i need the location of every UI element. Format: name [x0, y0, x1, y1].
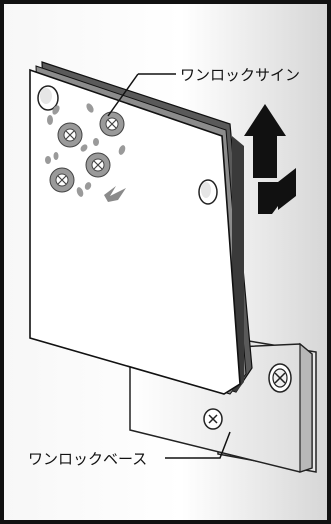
sign-label-leader [107, 73, 139, 117]
leaf-sprigs [45, 103, 126, 197]
base-screw-lower [203, 408, 223, 430]
sign-panel [29, 61, 253, 395]
flower-emblem-1 [57, 122, 83, 148]
base-label: ワンロックベース [28, 450, 147, 468]
sign-flower-motif [45, 103, 126, 202]
flower-emblem-3 [85, 152, 111, 178]
flower-emblem-2 [99, 111, 125, 137]
bird-silhouette [104, 186, 126, 202]
base-screw-upper [268, 363, 292, 393]
flower-emblem-4 [49, 167, 75, 193]
wall-base-plate [129, 335, 317, 473]
sign-standoff-right [198, 179, 218, 205]
sign-standoff-top-left [37, 85, 59, 111]
base-label-leader [165, 431, 231, 459]
upward-arrow [244, 104, 296, 214]
sign-label: ワンロックサイン [180, 66, 300, 84]
